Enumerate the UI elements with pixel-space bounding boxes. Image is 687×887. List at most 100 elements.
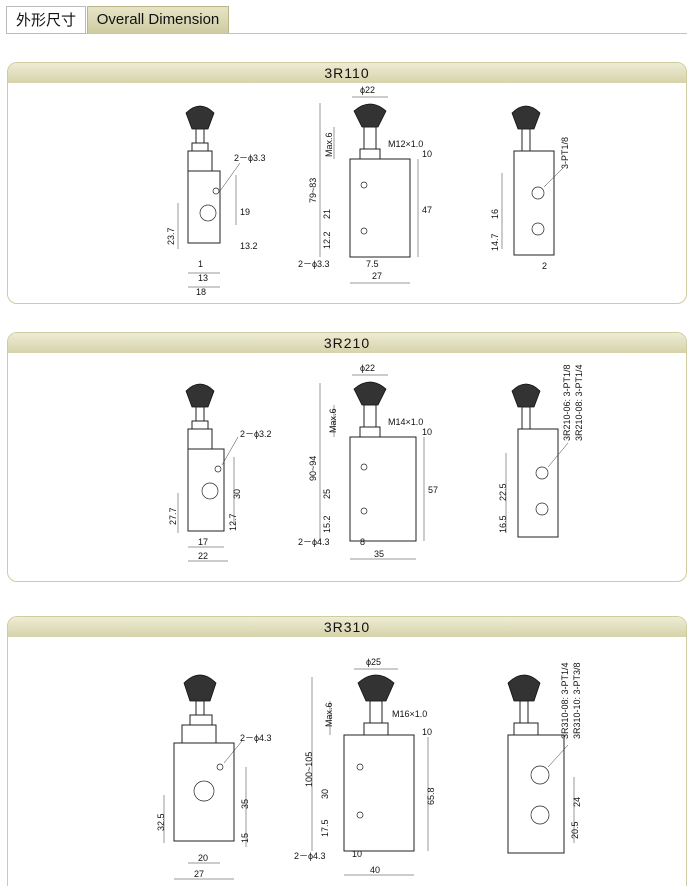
- dim-d3: 2: [542, 261, 547, 271]
- dim-a: 30: [320, 789, 330, 799]
- dim-w2: 40: [370, 865, 380, 875]
- dim-port-a: 3R310-08: 3-PT1/4: [560, 662, 570, 739]
- dim-hole: 2－ϕ4.3: [298, 537, 330, 547]
- dim-w2: 35: [374, 549, 384, 559]
- mount-hole-icon: [360, 181, 368, 189]
- port-hole-icon: [201, 482, 219, 500]
- dim-d2: 27.7: [168, 507, 178, 525]
- right-view: 3R310-08: 3-PT1/4 3R310-10: 3-PT3/8 24 2…: [507, 662, 582, 854]
- dim-maxh: Max.6: [324, 132, 334, 157]
- mount-hole-icon: [216, 763, 224, 771]
- dim-phi: ϕ25: [366, 657, 381, 667]
- dim-d6: 27: [194, 869, 204, 879]
- push-button-icon: [511, 383, 541, 408]
- dim-d1: 24: [572, 797, 582, 807]
- drawing-3r310: 2－ϕ4.3 35 15 32.5 20 27 ϕ25 M16×1.0 Max.…: [156, 657, 582, 880]
- header-title-cn: 外形尺寸: [6, 6, 86, 34]
- dim-d6: 22: [198, 551, 208, 561]
- port-hole-icon: [530, 765, 550, 785]
- dim-b: 65.8: [426, 787, 436, 805]
- push-button-icon: [185, 383, 215, 408]
- panel-3r110: 3R110 2－ϕ3.3 19 13.2 23.7 1 13 18: [7, 62, 687, 304]
- dim-d5: 20: [198, 853, 208, 863]
- dim-d2: 14.7: [490, 233, 500, 251]
- dim-top: 10: [422, 149, 432, 159]
- dim-b: 47: [422, 205, 432, 215]
- dim-top: 10: [422, 427, 432, 437]
- dim-d1: 16: [490, 209, 500, 219]
- panel-title: 3R110: [8, 63, 686, 83]
- dim-a: 25: [322, 489, 332, 499]
- dim-port: 3-PT1/8: [560, 137, 570, 169]
- panel-3r210: 3R210 2－ϕ3.2 30 12.7 27.7 17 22 ϕ22: [7, 332, 687, 582]
- port-hole-icon: [535, 466, 549, 480]
- port-hole-icon: [535, 502, 549, 516]
- dim-thread: M16×1.0: [392, 709, 427, 719]
- left-view: 2－ϕ4.3 35 15 32.5 20 27: [156, 674, 272, 880]
- dim-thread: M14×1.0: [388, 417, 423, 427]
- dim-c: 12.2: [322, 231, 332, 249]
- right-view: 3R210-06: 3-PT1/8 3R210-08: 3-PT1/4 22.5…: [498, 364, 584, 538]
- mount-hole-icon: [356, 811, 364, 819]
- dim-hole: 2－ϕ3.2: [240, 429, 272, 439]
- dim-d1: 22.5: [498, 483, 508, 501]
- dim-w1: 10: [352, 849, 362, 859]
- push-button-icon: [511, 105, 541, 130]
- panel-3r310: 3R310 2－ϕ4.3 35 15 32.5 20 27 ϕ25: [7, 616, 687, 886]
- mount-hole-icon: [356, 763, 364, 771]
- mount-hole-icon: [360, 227, 368, 235]
- left-view: 2－ϕ3.2 30 12.7 27.7 17 22: [168, 383, 272, 562]
- dim-d2: 16.5: [498, 515, 508, 533]
- dim-port-b: 3R210-08: 3-PT1/4: [574, 364, 584, 441]
- dim-d2: 32.5: [156, 813, 166, 831]
- dim-b: 57: [428, 485, 438, 495]
- right-view: 3-PT1/8 16 14.7 2: [490, 105, 570, 271]
- push-button-icon: [353, 381, 387, 406]
- panel-title: 3R310: [8, 617, 686, 637]
- dim-hole: 2－ϕ4.3: [240, 733, 272, 743]
- mid-view: ϕ22 M14×1.0 Max.6 90~94 10 57 25 15.2 2－…: [298, 363, 438, 560]
- panel-title: 3R210: [8, 333, 686, 353]
- port-hole-icon: [199, 204, 217, 222]
- push-button-icon: [183, 674, 217, 702]
- dim-hole: 2－ϕ3.3: [234, 153, 266, 163]
- push-button-icon: [185, 105, 215, 130]
- dim-d3: 13.2: [240, 241, 258, 251]
- dim-hole: 2－ϕ3.3: [298, 259, 330, 269]
- dim-thread: M12×1.0: [388, 139, 423, 149]
- dim-range: 79~83: [308, 178, 318, 203]
- left-view: 2－ϕ3.3 19 13.2 23.7 1 13 18: [166, 105, 266, 297]
- dim-w1: 8: [360, 537, 365, 547]
- port-hole-icon: [193, 780, 215, 802]
- dim-port-b: 3R310-10: 3-PT3/8: [572, 662, 582, 739]
- dim-d5: 13: [198, 273, 208, 283]
- dim-phi: ϕ22: [360, 85, 375, 95]
- dim-c: 17.5: [320, 819, 330, 837]
- dim-a: 21: [322, 209, 332, 219]
- dim-w2: 27: [372, 271, 382, 281]
- dim-d3: 12.7: [228, 513, 238, 531]
- header-title-en: Overall Dimension: [87, 6, 229, 34]
- mount-hole-icon: [360, 463, 368, 471]
- dim-d5: 17: [198, 537, 208, 547]
- dim-range: 90~94: [308, 456, 318, 481]
- header-divider: [86, 33, 687, 34]
- mount-hole-icon: [214, 465, 222, 473]
- dim-phi: ϕ22: [360, 363, 375, 373]
- page-header: 外形尺寸 Overall Dimension: [0, 0, 687, 44]
- dim-d4: 1: [198, 259, 203, 269]
- push-button-icon: [357, 674, 395, 702]
- dim-d2: 23.7: [166, 227, 176, 245]
- dim-w1: 7.5: [366, 259, 379, 269]
- push-button-icon: [353, 103, 387, 128]
- dim-c: 15.2: [322, 515, 332, 533]
- dim-d1: 35: [240, 799, 250, 809]
- port-hole-icon: [531, 222, 545, 236]
- dim-range: 100~105: [304, 752, 314, 787]
- port-hole-icon: [531, 186, 545, 200]
- mount-hole-icon: [212, 187, 220, 195]
- dim-top: 10: [422, 727, 432, 737]
- mount-hole-icon: [360, 507, 368, 515]
- push-button-icon: [507, 674, 541, 702]
- dim-maxh: Max.6: [328, 408, 338, 433]
